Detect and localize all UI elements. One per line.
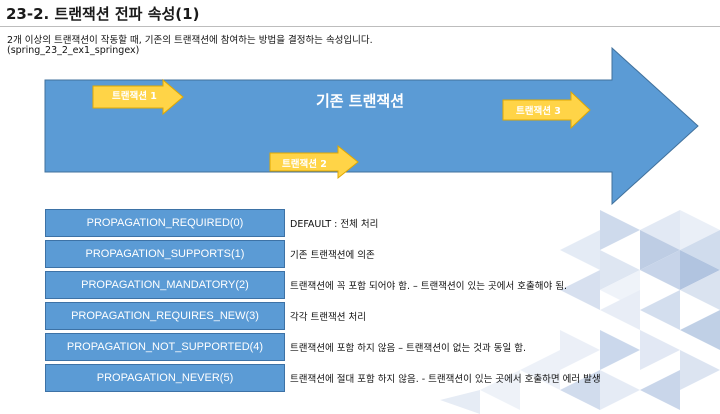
propagation-required-box: PROPAGATION_REQUIRED(0)	[45, 209, 285, 237]
propagation-required-desc: DEFAULT : 전체 처리	[290, 219, 379, 230]
source-reference: (spring_23_2_ex1_springex)	[7, 45, 140, 56]
propagation-never-box: PROPAGATION_NEVER(5)	[45, 364, 285, 392]
tx1-arrow-shape	[92, 78, 184, 116]
title-divider	[0, 26, 720, 27]
propagation-supports-desc: 기존 트랜잭션에 의존	[290, 250, 375, 261]
propagation-requires-new-desc: 각각 트랜잭션 처리	[290, 312, 366, 323]
propagation-requires-new-box: PROPAGATION_REQUIRES_NEW(3)	[45, 302, 285, 330]
slide-description: 2개 이상의 트랜잭션이 작동할 때, 기존의 트랜잭션에 참여하는 방법을 결…	[7, 35, 373, 46]
tx3-arrow-shape	[502, 90, 591, 130]
propagation-mandatory-desc: 트랜잭션에 꼭 포함 되어야 함. – 트랜잭션이 있는 곳에서 호출해야 됨.	[290, 281, 567, 292]
main-arrow-label: 기존 트랜잭션	[315, 92, 405, 110]
decorative-triangles	[440, 210, 720, 414]
propagation-not-supported-box: PROPAGATION_NOT_SUPPORTED(4)	[45, 333, 285, 361]
propagation-not-supported-desc: 트랜잭션에 포함 하지 않음 – 트랜잭션이 없는 것과 동일 함.	[290, 343, 526, 354]
tx2-arrow-shape	[269, 144, 359, 180]
tx2-label: 트랜잭션 2	[282, 159, 327, 170]
tx3-label: 트랜잭션 3	[516, 106, 561, 117]
propagation-mandatory-box: PROPAGATION_MANDATORY(2)	[45, 271, 285, 299]
tx1-label: 트랜잭션 1	[112, 91, 157, 102]
propagation-supports-box: PROPAGATION_SUPPORTS(1)	[45, 240, 285, 268]
main-arrow-shape	[44, 46, 699, 206]
propagation-never-desc: 트랜잭션에 절대 포함 하지 않음. - 트랜잭션이 있는 곳에서 호출하면 에…	[290, 374, 601, 385]
slide-title: 23-2. 트랜잭션 전파 속성(1)	[6, 5, 200, 23]
